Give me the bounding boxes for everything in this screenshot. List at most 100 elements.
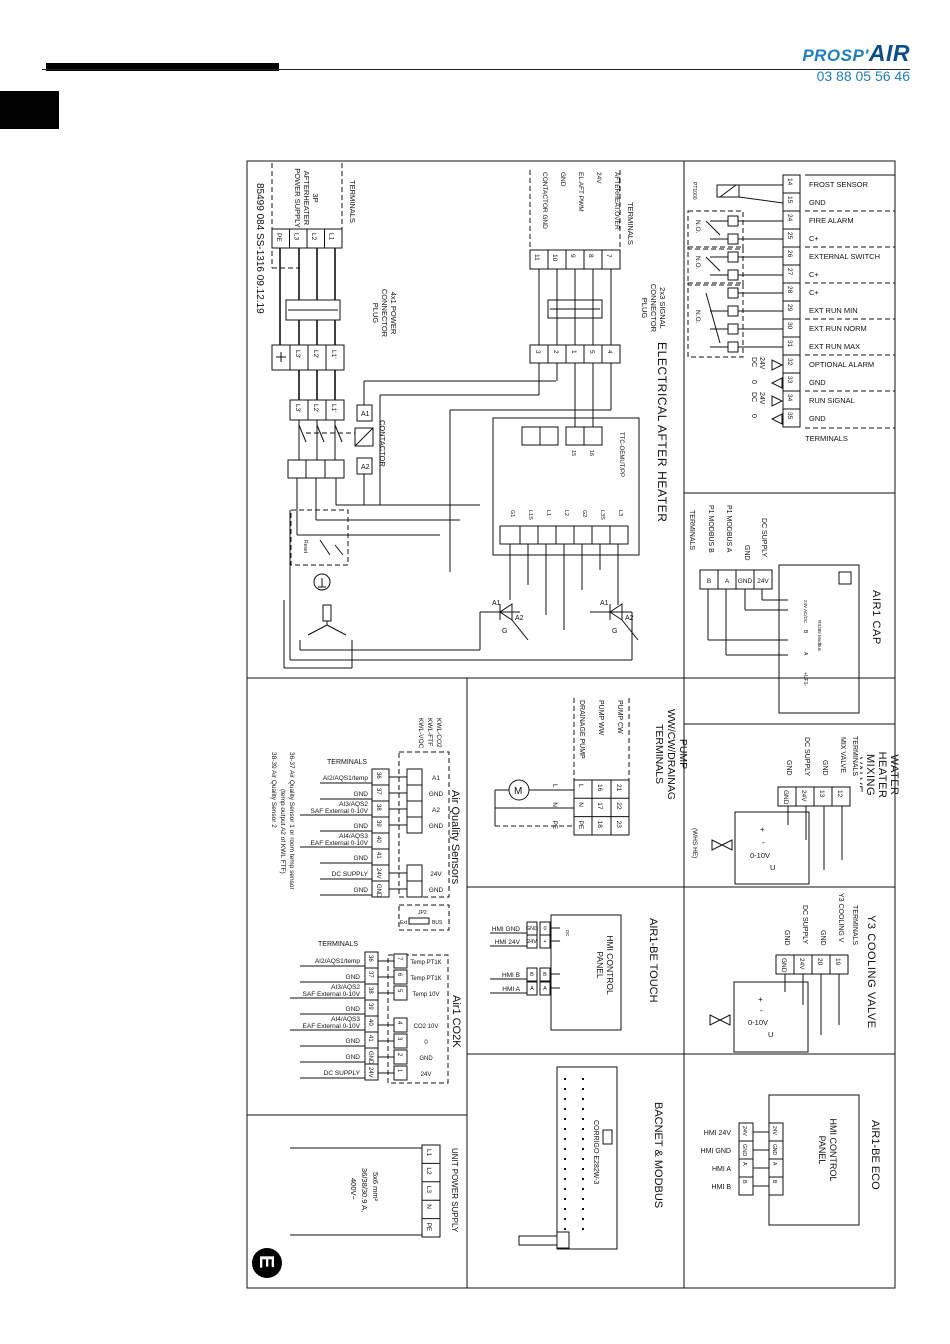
pin-dot (564, 1228, 566, 1230)
aq-pin: 41 (375, 852, 381, 859)
terminal-label: GND (809, 198, 826, 207)
aft-terms-label: 3P AFTERHEATER POWER SUPPLY (293, 168, 320, 228)
pin-dot (564, 1148, 566, 1150)
aq-pin: 40 (375, 836, 381, 843)
terminal-pin: 15 (786, 196, 793, 204)
svg-text:PT1000: PT1000 (691, 182, 697, 200)
aq-box-label: GND (429, 823, 444, 830)
svg-text:DC: DC (750, 392, 757, 402)
cap-pin: GND (738, 578, 753, 585)
svg-text:36/38/30.9 A,: 36/38/30.9 A, (360, 1168, 369, 1212)
terminal-pin: 24 (786, 214, 793, 222)
aq-label: GND (354, 887, 369, 894)
signal-plug-pin: 1 (570, 350, 577, 354)
terminal-label: C+ (809, 234, 819, 243)
pin-dot (582, 1188, 584, 1190)
terminal-label: EXTERNAL SWITCH (809, 252, 880, 261)
terminal-pin: L3 (293, 233, 300, 241)
touch-box: A (543, 986, 547, 992)
signal-label: EL.AFT PWM (577, 172, 584, 212)
svg-text:-: - (762, 838, 765, 847)
terminal-pin: 29 (786, 304, 793, 312)
terminal-pin: 14 (786, 178, 793, 186)
touch-label: HMI GND (492, 926, 520, 933)
signal-arrow-icon (771, 359, 784, 371)
triacs: A1 A2 G A1 A2 G (290, 600, 639, 661)
terminal-label: OPTIONAL ALARM (809, 360, 874, 369)
aq-note: 38-39 Air Quality Sensor 2 (270, 752, 277, 828)
wh-label: DC SUPPLY (803, 737, 810, 776)
terminal-label: FROST SENSOR (809, 180, 869, 189)
co2k-desc: Temp 10V (412, 992, 439, 998)
plug-pin: L3' (294, 350, 301, 358)
wh-pin: 24V (800, 790, 807, 802)
pin-dot (582, 1138, 584, 1140)
terminal-label: GND (809, 414, 826, 423)
pin-dot (582, 1178, 584, 1180)
co2k-label: GND (346, 974, 361, 981)
relay-no-label: N.O. (694, 256, 701, 270)
aq-label: DC SUPPLY (332, 871, 369, 878)
bacnet-title: BACNET & MODBUS (652, 1102, 664, 1208)
signal-plug-title: 2x3 SIGNAL CONNECTOR PLUG (640, 283, 667, 333)
co2k-pin: 41 (367, 1035, 373, 1042)
contactor-pin: L1' (330, 404, 337, 412)
co2k-desc: 24V (421, 1072, 432, 1078)
terminal-pin: L2 (310, 233, 317, 241)
svg-text:TERMINALS: TERMINALS (318, 941, 358, 948)
svg-text:G: G (612, 628, 617, 635)
signal-pin: 10 (551, 254, 558, 262)
svg-text:RS485 Modbus: RS485 Modbus (817, 620, 822, 652)
y3-pin: 20 (816, 958, 823, 966)
unit-pin: N (425, 1204, 432, 1209)
eco-box: A (771, 1162, 777, 1166)
y3-pin: 24V (798, 958, 805, 970)
corrigo-model: CORRIGO E282W-3 (592, 1120, 599, 1185)
signal-plug-pins (529, 344, 621, 364)
eco-pin: 24V (741, 1126, 747, 1136)
pump-pin: 21 (615, 784, 622, 792)
pump-row-label: L (551, 784, 558, 788)
aq-pin: 37 (375, 788, 381, 795)
unit-power-title: UNIT POWER SUPPLY (450, 1148, 459, 1233)
relay-no-label: N.O. (694, 310, 701, 324)
terminal-pin: 28 (786, 286, 793, 294)
aq-label: GND (354, 823, 369, 830)
svg-text:U: U (768, 1030, 773, 1039)
terminal-pin: 34 (786, 394, 793, 402)
co2k-pin: 36 (367, 955, 373, 962)
bacnet-modbus: BACNET & MODBUS CORRIGO E282W-3 (518, 1066, 664, 1250)
controller-pin: L2 (563, 510, 569, 516)
co2k-label: DC SUPPLY (324, 1070, 361, 1077)
aq-pin: 38 (375, 804, 381, 811)
ground-arrow-icon (770, 377, 783, 389)
pump-label: DRAINAGE PUMP (578, 700, 585, 759)
eco-label: HMI GND (701, 1148, 731, 1155)
svg-text:Ext: Ext (400, 920, 408, 926)
svg-text:0: 0 (750, 380, 757, 384)
header-rule (42, 69, 910, 70)
co2k-box-pin: 2 (396, 1053, 402, 1057)
brand-block: PROSP'AIR 03 88 05 56 46 (802, 40, 910, 84)
aq-box-label: A1 (432, 775, 440, 782)
co2k-terminal-cell (364, 1063, 379, 1081)
pump-label: PUMP WW (597, 700, 604, 736)
svg-text:TERMINALS: TERMINALS (688, 510, 695, 550)
unit-pin: L1 (425, 1149, 432, 1157)
pump-label: PUMP CW (616, 700, 623, 734)
signal-pin-cell (583, 249, 603, 270)
eco-pin: B (741, 1180, 747, 1184)
pin-dot (582, 1078, 584, 1080)
eco-pin: GND (741, 1144, 747, 1156)
co2k-pin: 24V (367, 1067, 373, 1078)
pin-dot (564, 1198, 566, 1200)
controller-pin: L1S (527, 510, 533, 520)
svg-text:A2: A2 (361, 464, 370, 471)
aq-label: GND (354, 791, 369, 798)
terminal-label: EXT RUN NORM (809, 324, 867, 333)
aq-label: AI3/AQS2 (339, 801, 368, 808)
